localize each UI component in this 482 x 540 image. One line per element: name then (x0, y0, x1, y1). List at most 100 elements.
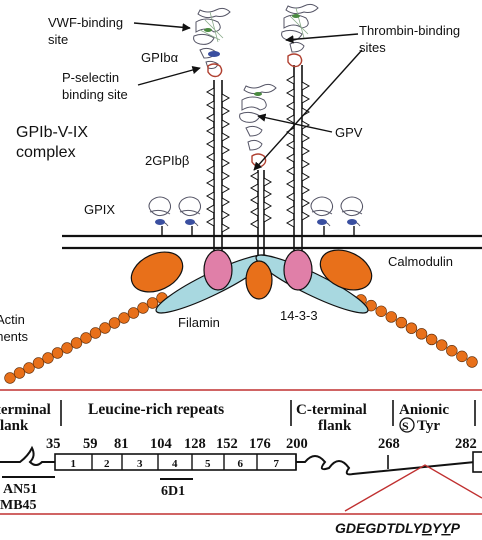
stalk-triangle (205, 217, 215, 227)
actin-bead (415, 328, 428, 340)
repeat-number: 5 (205, 458, 211, 470)
stalk-triangle (301, 146, 311, 156)
stalk-triangle (221, 210, 231, 220)
stalk-triangle (249, 183, 259, 193)
stalk-triangle (263, 189, 273, 199)
actin-bead (466, 356, 478, 368)
gpv-arrow (257, 113, 333, 133)
stalk-triangle (285, 140, 295, 150)
leucine-repeats-heading: Leucine-rich repeats (88, 401, 224, 418)
vwf-binding-label-line2: site (48, 32, 68, 47)
c-terminal-loop (296, 455, 476, 476)
gpv-label: GPV (335, 125, 363, 140)
actin-bead (4, 372, 16, 384)
gpiba-head-right (281, 3, 319, 68)
stalk-triangle (285, 88, 295, 98)
actin-bead (425, 333, 438, 346)
sulfated-tyr-heading: Tyr (417, 418, 440, 434)
actin-bead (89, 327, 102, 339)
n-terminal-heading-line2: flank (0, 418, 29, 434)
complex-label-line1: GPIb-V-IX (16, 124, 88, 141)
stalk-triangle (221, 119, 231, 129)
gpiba-label: GPIbα (141, 50, 179, 65)
sequence-prefix: GDEGDTDLY (335, 520, 424, 536)
stalk-triangle (221, 106, 231, 116)
repeat-number: 6 (238, 458, 244, 470)
thrombin-binding-label-line1: Thrombin-binding (359, 23, 460, 38)
anionic-heading: Anionic (399, 402, 449, 418)
stalk-triangle (263, 213, 273, 223)
sulfate-symbol: S (402, 419, 409, 433)
actin-bead (42, 352, 54, 364)
actin-bead (61, 342, 73, 354)
actin-bead (456, 350, 468, 363)
6d1-label: 6D1 (161, 484, 185, 499)
stalk-triangle (205, 87, 215, 97)
filamin-label: Filamin (178, 315, 220, 330)
actin-bead (137, 302, 149, 314)
actin-bead (375, 305, 387, 317)
an51-label: AN51 (3, 482, 37, 497)
thrombin-arrow-lower (253, 49, 363, 171)
actin-bead (80, 332, 92, 344)
stalk-triangle (205, 191, 215, 201)
stalk-triangle (263, 177, 273, 187)
stalk-triangle (221, 223, 231, 233)
calmodulin-left (130, 251, 184, 293)
repeat-number: 4 (172, 458, 178, 470)
gpix-heads (148, 196, 364, 236)
n-terminal-heading-line1: N-terminal (0, 402, 51, 418)
n-terminal-loop (0, 445, 55, 466)
actin-bead (13, 367, 26, 379)
stalk-triangle (205, 152, 215, 162)
calmodulin-right (319, 249, 373, 291)
stalk-triangle (249, 195, 259, 205)
protein-14-3-3-left (203, 249, 233, 291)
actin-label: Actinfilaments (0, 312, 29, 344)
gpiba-head-left (193, 7, 231, 78)
stalk-triangle (221, 93, 231, 103)
actin-bead (436, 339, 448, 351)
mb45-label: MB45 (0, 498, 37, 513)
complex-label-line2: complex (16, 144, 76, 161)
pos-282: 282 (455, 436, 477, 452)
stalk-triangle (301, 133, 311, 143)
stalk-triangle (285, 192, 295, 202)
actin-bead (146, 297, 159, 309)
pos-104: 104 (150, 436, 172, 452)
complex-label: GPIb-V-IX complex (16, 124, 88, 161)
pos-128: 128 (184, 436, 206, 452)
stalk-triangle (285, 114, 295, 124)
stalk-triangle (249, 171, 259, 181)
transmembrane-box (472, 451, 482, 473)
stalk-triangle (285, 75, 295, 85)
actin-bead (127, 307, 140, 319)
c-terminal-heading-line1: C-terminal (296, 402, 367, 418)
stalk-triangle (285, 205, 295, 215)
stalk-triangle (301, 81, 311, 91)
actin-bead (23, 362, 35, 374)
stalk-triangle (221, 184, 231, 194)
stalk-triangle (301, 172, 311, 182)
stalk-triangle (205, 204, 215, 214)
gpiba-stalk-left (213, 80, 223, 258)
stalk-triangle (285, 218, 295, 228)
stalk-triangle (301, 120, 311, 130)
repeat-number: 3 (137, 458, 143, 470)
stalk-triangle (249, 219, 259, 229)
actin-bead (32, 357, 45, 369)
gpib-beta-label: 2GPIbβ (145, 153, 189, 168)
stalk-triangle (285, 179, 295, 189)
gpix-label: GPIX (84, 202, 115, 217)
sequence-underlined-1: D (422, 520, 432, 536)
stalk-triangle (221, 197, 231, 207)
stalk-triangles (205, 75, 311, 233)
actin-filament-beads (4, 292, 478, 384)
stalk-triangle (263, 201, 273, 211)
stalk-triangle (221, 132, 231, 142)
